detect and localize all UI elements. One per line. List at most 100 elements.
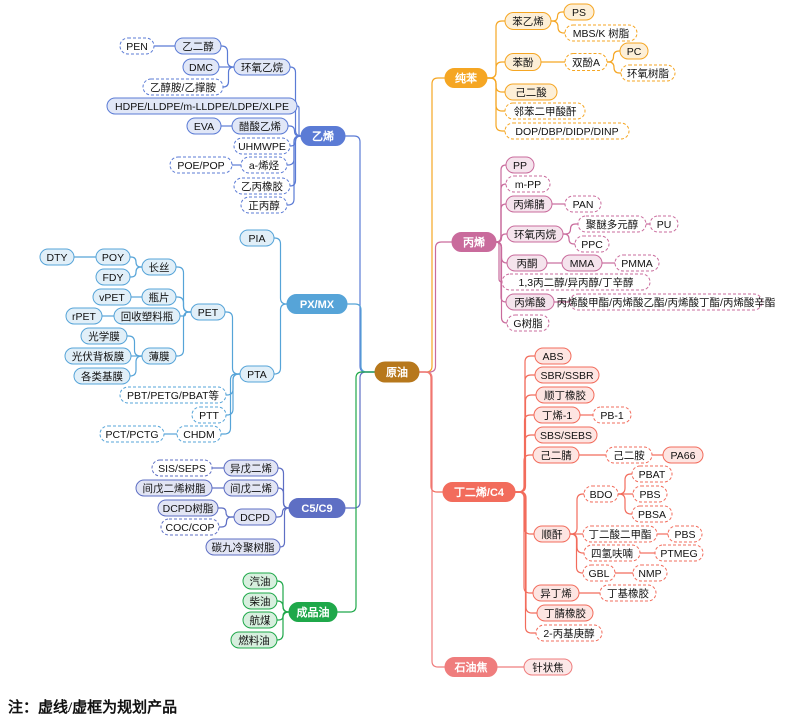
node-changsi[interactable]: 长丝 bbox=[141, 258, 177, 276]
node-chaiyou[interactable]: 柴油 bbox=[242, 592, 278, 610]
node-gbl[interactable]: GBL bbox=[582, 564, 616, 582]
node-dcpdshuzhi[interactable]: DCPD树脂 bbox=[157, 499, 219, 517]
node-ranliao[interactable]: 燃料油 bbox=[230, 631, 278, 649]
node-axiting[interactable]: a-烯烃 bbox=[240, 156, 288, 174]
node-bingerchun[interactable]: 1,3丙二醇/异丙醇/丁辛醇 bbox=[501, 273, 651, 291]
node-poe[interactable]: POE/POP bbox=[169, 156, 233, 174]
node-pet[interactable]: PET bbox=[190, 303, 226, 321]
node-pa66[interactable]: PA66 bbox=[662, 446, 704, 464]
node-bingxi[interactable]: 丙烯 bbox=[451, 232, 497, 252]
node-pu[interactable]: PU bbox=[649, 215, 679, 233]
node-pan[interactable]: PAN bbox=[564, 195, 602, 213]
node-ben_yixi[interactable]: 苯乙烯 bbox=[504, 12, 552, 30]
node-bdo[interactable]: BDO bbox=[583, 485, 619, 503]
node-zhengbing[interactable]: 正丙醇 bbox=[240, 196, 288, 214]
node-pbs2[interactable]: PBS bbox=[667, 525, 703, 543]
node-chunben[interactable]: 纯苯 bbox=[444, 68, 488, 88]
node-pbsa[interactable]: PBSA bbox=[631, 505, 673, 523]
node-ptmeg[interactable]: PTMEG bbox=[654, 544, 704, 562]
node-pp[interactable]: PP bbox=[505, 156, 535, 174]
node-mbs[interactable]: MBS/K 树脂 bbox=[564, 24, 638, 42]
node-ptt[interactable]: PTT bbox=[191, 406, 227, 424]
node-c5c9[interactable]: C5/C9 bbox=[288, 498, 346, 518]
node-pctg[interactable]: PCT/PCTG bbox=[99, 425, 165, 443]
node-coc[interactable]: COC/COP bbox=[160, 518, 220, 536]
node-dingxi1[interactable]: 丁烯-1 bbox=[533, 406, 581, 424]
node-bingji[interactable]: 2-丙基庚醇 bbox=[535, 624, 603, 642]
node-sbr[interactable]: SBR/SSBR bbox=[534, 366, 600, 384]
node-poy[interactable]: POY bbox=[95, 248, 131, 266]
node-pmma[interactable]: PMMA bbox=[614, 254, 660, 272]
node-huanyang[interactable]: 环氧树脂 bbox=[620, 64, 676, 82]
node-huanyangyiwan[interactable]: 环氧乙烷 bbox=[233, 58, 291, 76]
node-yierchun[interactable]: 乙二醇 bbox=[174, 37, 222, 55]
node-huanyangbingwan[interactable]: 环氧丙烷 bbox=[506, 225, 564, 243]
node-yichunan[interactable]: 乙醇胺/乙撑胺 bbox=[142, 78, 224, 96]
root-node[interactable]: 原油 bbox=[374, 361, 420, 383]
node-guangxue[interactable]: 光学膜 bbox=[80, 327, 128, 345]
node-qiyou[interactable]: 汽油 bbox=[242, 572, 278, 590]
node-hdpe[interactable]: HDPE/LLDPE/m-LLDPE/LDPE/XLPE bbox=[106, 97, 298, 115]
node-fdy[interactable]: FDY bbox=[95, 268, 131, 286]
node-dingjixiang[interactable]: 丁基橡胶 bbox=[599, 584, 657, 602]
node-huishou[interactable]: 回收塑料瓶 bbox=[113, 307, 181, 325]
node-bomo[interactable]: 薄膜 bbox=[141, 347, 177, 365]
node-sis[interactable]: SIS/SEPS bbox=[151, 459, 213, 477]
node-pingpian[interactable]: 瓶片 bbox=[141, 288, 177, 306]
node-pbat[interactable]: PBAT bbox=[631, 465, 673, 483]
node-pta[interactable]: PTA bbox=[239, 365, 275, 383]
node-zhenzhuang[interactable]: 针状焦 bbox=[523, 658, 573, 676]
node-jianwushuzhi[interactable]: 间戊二烯树脂 bbox=[135, 479, 213, 497]
node-yidingxi[interactable]: 异丁烯 bbox=[532, 584, 580, 602]
node-dop[interactable]: DOP/DBP/DIDP/DINP bbox=[504, 122, 630, 140]
node-abs[interactable]: ABS bbox=[534, 347, 572, 365]
node-rpet[interactable]: rPET bbox=[65, 307, 103, 325]
node-shiyoujiao[interactable]: 石油焦 bbox=[444, 657, 498, 677]
node-eva[interactable]: EVA bbox=[186, 117, 222, 135]
node-jiersuan[interactable]: 己二酸 bbox=[504, 83, 558, 101]
node-yibing[interactable]: 乙丙橡胶 bbox=[233, 177, 291, 195]
node-pen[interactable]: PEN bbox=[119, 37, 155, 55]
node-nmp[interactable]: NMP bbox=[632, 564, 668, 582]
node-jianwuerxi[interactable]: 间戊二烯 bbox=[223, 479, 279, 497]
node-pbs1[interactable]: PBS bbox=[632, 485, 668, 503]
node-pbt[interactable]: PBT/PETG/PBAT等 bbox=[119, 386, 227, 404]
node-chengpinyou[interactable]: 成品油 bbox=[288, 602, 338, 622]
node-gshuzhi[interactable]: G树脂 bbox=[506, 314, 550, 332]
node-pb1[interactable]: PB-1 bbox=[592, 406, 632, 424]
node-cusuan[interactable]: 醋酸乙烯 bbox=[231, 117, 289, 135]
node-dingerxi[interactable]: 丁二烯/C4 bbox=[442, 482, 516, 502]
node-jiaeran[interactable]: 己二胺 bbox=[605, 446, 653, 464]
node-shunding[interactable]: 顺丁橡胶 bbox=[535, 386, 595, 404]
node-yiwuerxi[interactable]: 异戊二烯 bbox=[223, 459, 279, 477]
node-shunneng[interactable]: 顺酐 bbox=[533, 525, 571, 543]
node-dty[interactable]: DTY bbox=[39, 248, 75, 266]
node-bingtong[interactable]: 丙酮 bbox=[506, 254, 548, 272]
node-pia[interactable]: PIA bbox=[239, 229, 275, 247]
node-tanjiu[interactable]: 碳九冷聚树脂 bbox=[205, 538, 281, 556]
node-dingersuan[interactable]: 丁二酸二甲酯 bbox=[582, 525, 658, 543]
node-benfen[interactable]: 苯酚 bbox=[504, 53, 542, 71]
node-gelei[interactable]: 各类基膜 bbox=[73, 367, 131, 385]
node-mma[interactable]: MMA bbox=[561, 254, 603, 272]
node-ppc[interactable]: PPC bbox=[574, 235, 610, 253]
node-jierqing[interactable]: 己二腈 bbox=[532, 446, 580, 464]
node-linben[interactable]: 邻苯二甲酸酐 bbox=[504, 102, 586, 120]
node-pxmx[interactable]: PX/MX bbox=[286, 294, 348, 314]
node-guangfu[interactable]: 光伏背板膜 bbox=[64, 347, 132, 365]
node-uhmwpe[interactable]: UHMWPE bbox=[233, 137, 291, 155]
node-shuangfen[interactable]: 双酚A bbox=[564, 53, 608, 71]
node-ps[interactable]: PS bbox=[563, 3, 595, 21]
node-chdm[interactable]: CHDM bbox=[176, 425, 222, 443]
node-siqing[interactable]: 四氢呋喃 bbox=[583, 544, 641, 562]
node-hangmei[interactable]: 航煤 bbox=[242, 611, 278, 629]
node-dmc[interactable]: DMC bbox=[182, 58, 220, 76]
node-dingqing[interactable]: 丁腈橡胶 bbox=[536, 604, 594, 622]
node-bingxiqing[interactable]: 丙烯腈 bbox=[505, 195, 553, 213]
node-pc[interactable]: PC bbox=[619, 42, 649, 60]
node-mpp[interactable]: m-PP bbox=[505, 175, 551, 193]
node-juhe[interactable]: 聚醚多元醇 bbox=[577, 215, 647, 233]
node-vpet[interactable]: vPET bbox=[92, 288, 132, 306]
node-dcpd[interactable]: DCPD bbox=[233, 508, 277, 526]
node-sbs[interactable]: SBS/SEBS bbox=[534, 426, 598, 444]
